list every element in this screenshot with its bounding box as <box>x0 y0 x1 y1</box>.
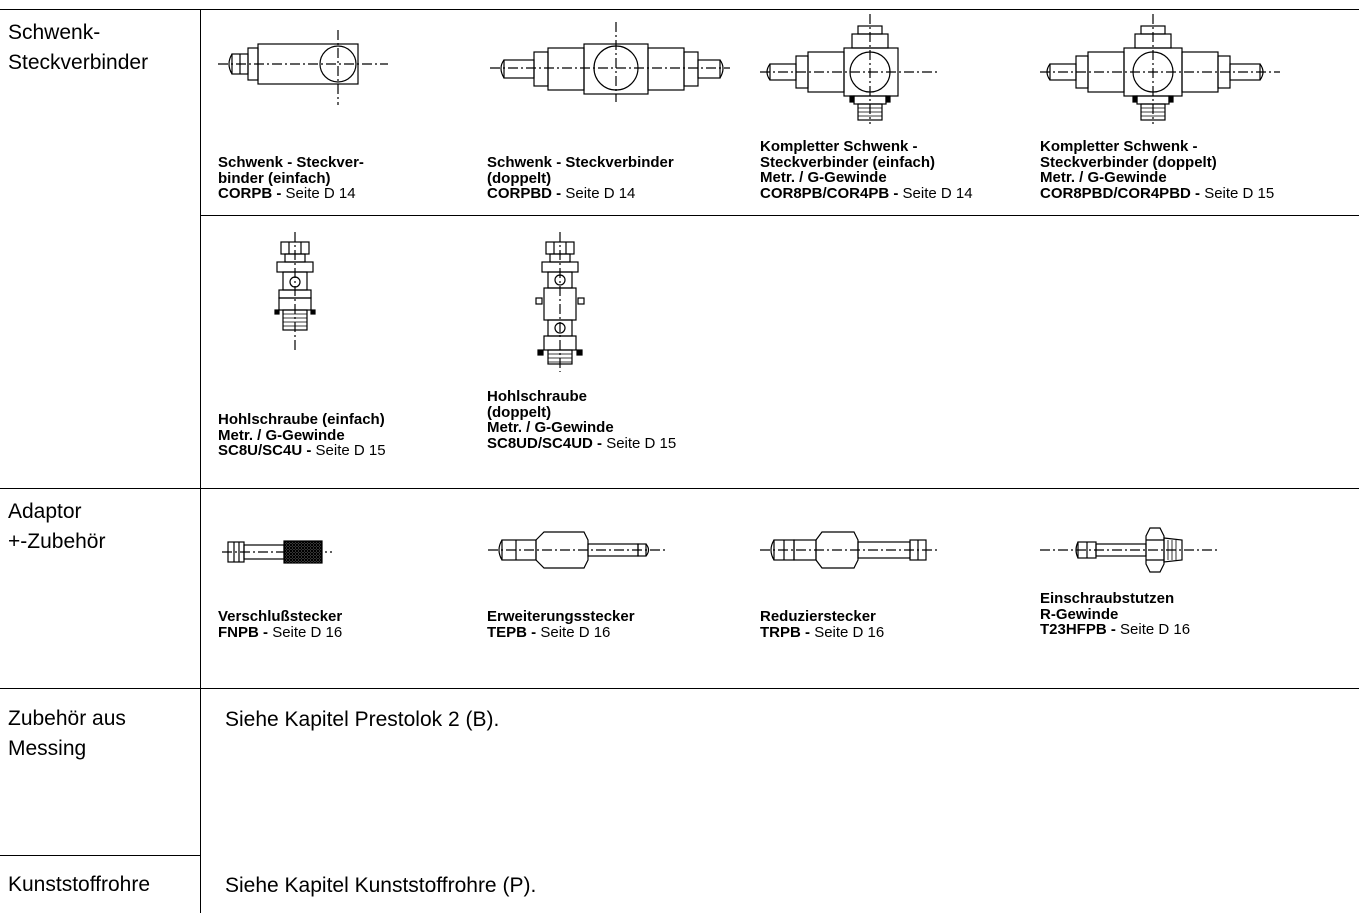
code-corpbd: CORPBD <box>487 185 553 202</box>
code-t23hfpb: T23HFPB <box>1040 621 1107 638</box>
separator: - <box>302 442 316 459</box>
caption-fnpb: Verschlußstecker FNPB - Seite D 16 <box>218 609 342 640</box>
caption-sc8ud-line-1: Hohlschraube <box>487 388 588 405</box>
page-ref-fnpb: Seite D 16 <box>272 623 343 641</box>
category-kunststoffrohre: Kunststoffrohre <box>8 873 151 896</box>
banjo-bolt-single-icon <box>265 232 325 352</box>
page-ref-tepb: Seite D 16 <box>540 623 611 641</box>
reducing-plug-icon <box>760 526 940 574</box>
complete-swivel-single-icon <box>760 14 940 124</box>
separator: - <box>527 623 541 641</box>
caption-sc8ud-line-3: Metr. / G-Gewinde <box>487 419 614 436</box>
caption-sc8ud-line-2: (doppelt) <box>487 403 552 421</box>
page-ref-cor8pbd: Seite D 15 <box>1204 184 1275 202</box>
caption-corpbd-line-2: (doppelt) <box>487 169 552 187</box>
expanding-plug-icon <box>488 526 668 574</box>
separator: - <box>592 434 607 452</box>
caption-corpb: Schwenk - Steckver- binder (einfach) COR… <box>218 155 364 202</box>
caption-cor8pbd-line-2: Steckverbinder (doppelt) <box>1040 153 1217 171</box>
caption-sc8u-line-1: Hohlschraube (einfach) <box>218 411 385 428</box>
category-zubehoer-messing: Zubehör aus Messing <box>8 707 126 760</box>
caption-t23hfpb-line-1: Einschraubstutzen <box>1040 590 1175 607</box>
page-ref-corpbd: Seite D 14 <box>565 185 636 202</box>
swivel-connector-double-icon <box>490 22 730 102</box>
caption-cor8pbd: Kompletter Schwenk - Steckverbinder (dop… <box>1040 139 1274 201</box>
caption-corpbd-line-1: Schwenk - Steckverbinder <box>487 154 674 171</box>
code-cor8pbd: COR8PBD/COR4PBD <box>1040 184 1191 202</box>
caption-cor8pbd-line-1: Kompletter Schwenk - <box>1040 138 1198 155</box>
caption-trpb-line-1: Reduzierstecker <box>760 608 876 625</box>
page-ref-sc8ud: Seite D 15 <box>606 434 677 452</box>
separator: - <box>552 185 566 202</box>
caption-corpbd: Schwenk - Steckverbinder (doppelt) CORPB… <box>487 155 674 202</box>
separator: - <box>258 623 273 641</box>
page-ref-trpb: Seite D 16 <box>814 623 885 641</box>
separator: - <box>889 184 903 202</box>
caption-corpb-line-2: binder (einfach) <box>218 169 331 187</box>
separator: - <box>272 185 286 202</box>
caption-sc8u-line-2: Metr. / G-Gewinde <box>218 426 345 444</box>
caption-sc8u: Hohlschraube (einfach) Metr. / G-Gewinde… <box>218 412 386 459</box>
caption-tepb-line-1: Erweiterungsstecker <box>487 608 635 625</box>
page-ref-cor8pb: Seite D 14 <box>902 184 973 202</box>
caption-cor8pb: Kompletter Schwenk - Steckverbinder (ein… <box>760 139 973 201</box>
separator: - <box>1190 184 1205 202</box>
caption-trpb: Reduzierstecker TRPB - Seite D 16 <box>760 609 884 640</box>
caption-corpb-line-1: Schwenk - Steckver- <box>218 154 364 171</box>
code-corpb: CORPB <box>218 185 273 202</box>
caption-cor8pbd-line-3: Metr. / G-Gewinde <box>1040 169 1167 186</box>
banjo-bolt-double-icon <box>530 232 590 372</box>
complete-swivel-double-icon <box>1040 14 1280 124</box>
separator: - <box>1106 621 1121 638</box>
code-cor8pb: COR8PB/COR4PB <box>760 184 890 202</box>
caption-cor8pb-line-3: Metr. / G-Gewinde <box>760 169 887 186</box>
code-trpb: TRPB <box>760 623 801 641</box>
category-schwenk-steckverbinder: Schwenk- Steckverbinder <box>8 21 149 74</box>
caption-t23hfpb-line-2: R-Gewinde <box>1040 605 1119 623</box>
swivel-connector-single-icon <box>218 30 388 110</box>
code-fnpb: FNPB <box>218 623 259 641</box>
separator: - <box>800 623 815 641</box>
caption-cor8pb-line-2: Steckverbinder (einfach) <box>760 153 936 171</box>
caption-tepb: Erweiterungsstecker TEPB - Seite D 16 <box>487 609 635 640</box>
page-ref-corpb: Seite D 14 <box>285 185 356 202</box>
page-ref-t23hfpb: Seite D 16 <box>1120 621 1191 638</box>
code-sc8ud: SC8UD/SC4UD <box>487 434 593 452</box>
male-stud-icon <box>1040 518 1220 584</box>
code-tepb: TEPB <box>487 623 528 641</box>
page-ref-sc8u: Seite D 15 <box>315 442 386 459</box>
category-adaptor-zubehoer: Adaptor +-Zubehör <box>8 500 106 553</box>
caption-sc8ud: Hohlschraube (doppelt) Metr. / G-Gewinde… <box>487 389 676 451</box>
code-sc8u: SC8U/SC4U <box>218 442 303 459</box>
caption-fnpb-line-1: Verschlußstecker <box>218 608 343 625</box>
note-messing: Siehe Kapitel Prestolok 2 (B). <box>225 708 500 731</box>
note-kunststoff: Siehe Kapitel Kunststoffrohre (P). <box>225 874 537 897</box>
caption-t23hfpb: Einschraubstutzen R-Gewinde T23HFPB - Se… <box>1040 591 1190 638</box>
blanking-plug-icon <box>222 536 332 568</box>
caption-cor8pb-line-1: Kompletter Schwenk - <box>760 138 918 155</box>
